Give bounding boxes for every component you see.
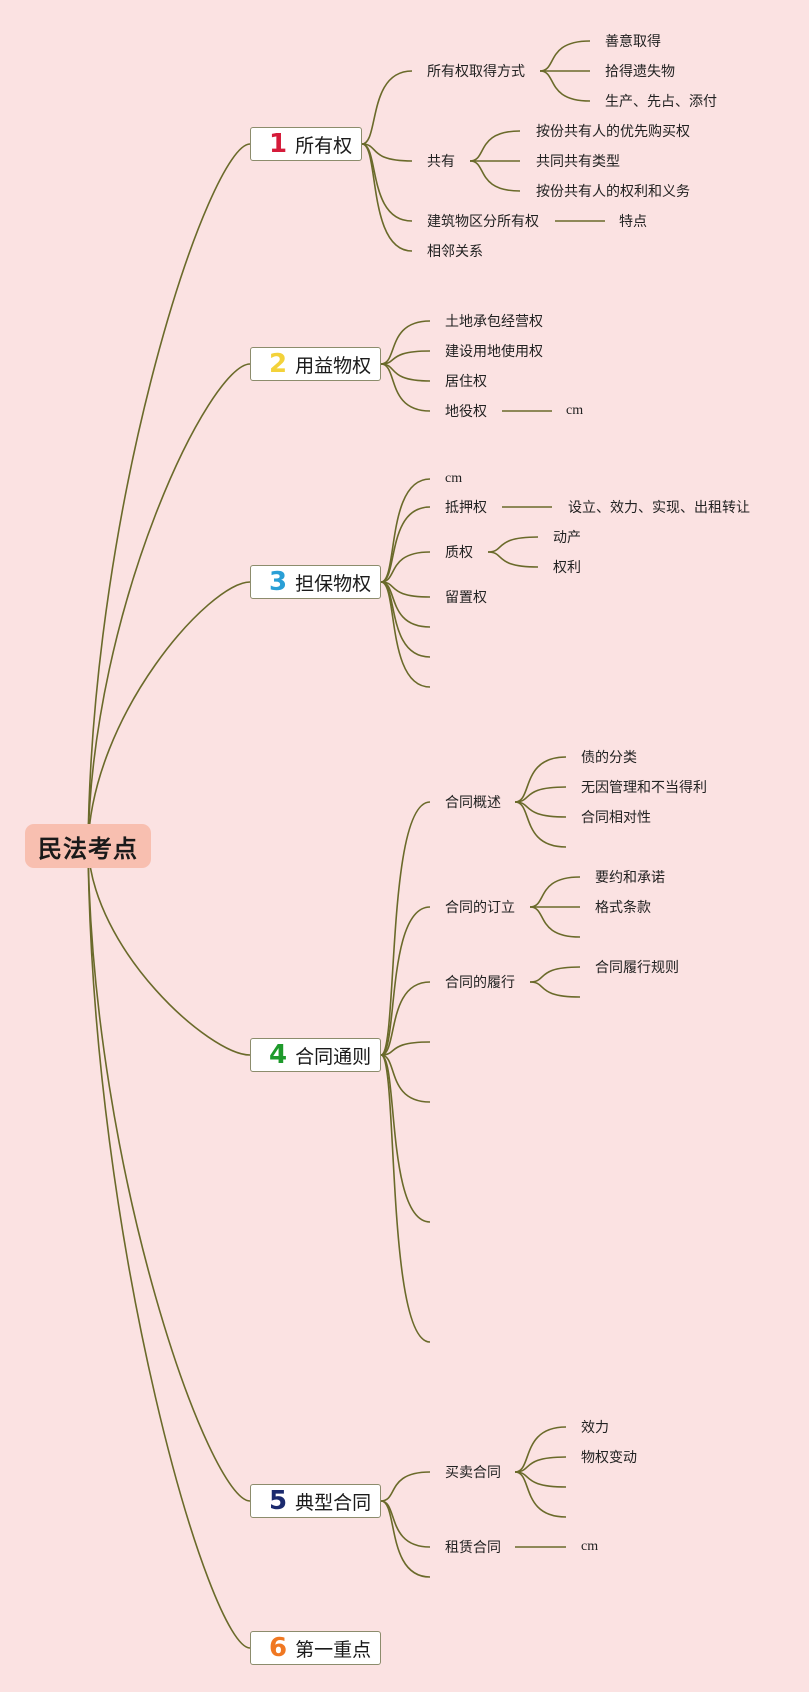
topic-label-1: 所有权 — [295, 135, 353, 157]
branch-label[interactable]: 租赁合同 — [445, 1539, 501, 1555]
branch-label[interactable]: 合同的履行 — [445, 974, 515, 990]
topic-number-2: 2 — [269, 349, 288, 379]
leaf-label[interactable]: 效力 — [581, 1419, 609, 1435]
branch-label[interactable]: 合同概述 — [445, 794, 501, 810]
leaf-label[interactable]: 生产、先占、添付 — [605, 93, 717, 109]
topic-4[interactable]: 4 合同通则 — [250, 1038, 381, 1072]
branch-label[interactable]: 买卖合同 — [445, 1464, 501, 1480]
leaf-label[interactable]: 无因管理和不当得利 — [581, 779, 707, 795]
topic-number-6: 6 — [269, 1633, 288, 1663]
branch-label[interactable]: 合同的订立 — [445, 899, 515, 915]
topic-3[interactable]: 3 担保物权 — [250, 565, 381, 599]
branch-label[interactable]: 抵押权 — [445, 499, 487, 515]
topic-label-6: 第一重点 — [295, 1639, 372, 1661]
branch-label[interactable]: 居住权 — [445, 373, 487, 389]
branch-label[interactable]: 建设用地使用权 — [445, 343, 543, 359]
topic-1[interactable]: 1 所有权 — [250, 127, 362, 161]
leaf-label[interactable]: 动产 — [553, 529, 581, 545]
leaf-label[interactable]: 按份共有人的权利和义务 — [536, 183, 690, 199]
leaf-label[interactable]: 善意取得 — [605, 33, 661, 49]
leaf-label[interactable]: cm — [581, 1539, 599, 1554]
branch-label[interactable]: 所有权取得方式 — [427, 63, 525, 79]
topic-number-3: 3 — [269, 567, 288, 597]
branch-label[interactable]: cm — [445, 471, 463, 486]
branch-label[interactable]: 土地承包经营权 — [445, 313, 543, 329]
leaf-label[interactable]: 合同相对性 — [581, 809, 651, 825]
topic-number-4: 4 — [269, 1040, 288, 1070]
branch-label[interactable]: 共有 — [427, 153, 455, 169]
topic-number-1: 1 — [269, 129, 288, 159]
topic-label-5: 典型合同 — [295, 1492, 372, 1514]
leaf-label[interactable]: 合同履行规则 — [595, 959, 679, 975]
topic-label-3: 担保物权 — [295, 573, 372, 595]
leaf-label[interactable]: cm — [566, 403, 584, 418]
branch-label[interactable]: 建筑物区分所有权 — [427, 213, 539, 229]
leaf-label[interactable]: 特点 — [619, 213, 647, 229]
topic-6[interactable]: 6 第一重点 — [250, 1631, 381, 1665]
branch-label[interactable]: 地役权 — [445, 403, 487, 419]
topic-2[interactable]: 2 用益物权 — [250, 347, 381, 381]
root-node[interactable]: 民法考点 — [25, 824, 151, 868]
topic-number-5: 5 — [269, 1486, 288, 1516]
leaf-label[interactable]: 拾得遗失物 — [605, 63, 675, 79]
leaf-label[interactable]: 按份共有人的优先购买权 — [536, 123, 690, 139]
leaf-label[interactable]: 共同共有类型 — [536, 153, 620, 169]
root-label: 民法考点 — [38, 835, 138, 863]
topic-label-4: 合同通则 — [295, 1046, 372, 1068]
leaf-label[interactable]: 设立、效力、实现、出租转让 — [568, 499, 750, 515]
topic-5[interactable]: 5 典型合同 — [250, 1484, 381, 1518]
leaf-label[interactable]: 要约和承诺 — [595, 869, 665, 885]
topic-label-2: 用益物权 — [295, 355, 372, 377]
leaf-label[interactable]: 权利 — [553, 559, 581, 575]
branch-label[interactable]: 留置权 — [445, 589, 487, 605]
branch-label[interactable]: 相邻关系 — [427, 243, 483, 259]
leaf-label[interactable]: 格式条款 — [595, 899, 651, 915]
leaf-label[interactable]: 物权变动 — [581, 1449, 637, 1465]
leaf-label[interactable]: 债的分类 — [581, 749, 637, 765]
branch-label[interactable]: 质权 — [445, 544, 473, 560]
